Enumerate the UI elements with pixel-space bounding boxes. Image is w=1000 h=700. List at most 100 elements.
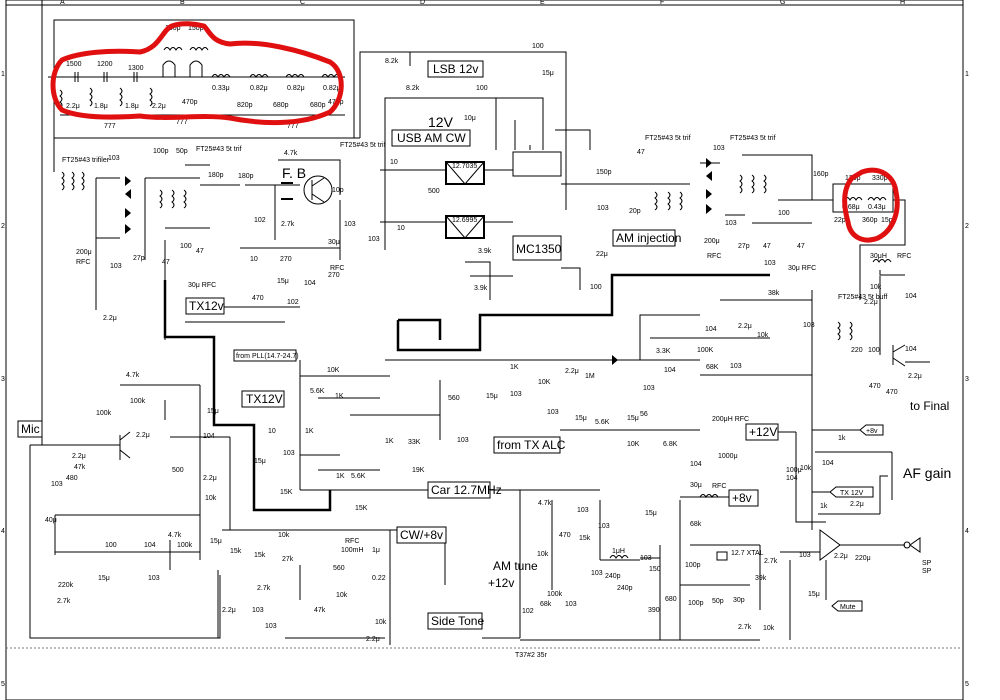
label-47k: 47k xyxy=(74,464,86,471)
label-10p: 10p xyxy=(332,187,344,194)
label-103: 103 xyxy=(640,555,652,562)
label-1m: 1M xyxy=(585,373,595,380)
t5-label: FT25#43 5t trif xyxy=(730,135,776,142)
grid-col-e: E xyxy=(540,0,545,6)
label-47: 47 xyxy=(797,243,805,250)
grid-column-labels: A B C D E F G H xyxy=(60,0,905,6)
label-103: 103 xyxy=(344,221,356,228)
grid-col-d: D xyxy=(420,0,425,6)
label-5.6k: 5.6K xyxy=(310,388,325,395)
ic-top xyxy=(512,151,562,177)
label-270: 270 xyxy=(328,272,340,279)
label-100mh: 100mH xyxy=(341,547,364,554)
label-103: 103 xyxy=(265,623,277,630)
label-27k: 27k xyxy=(282,556,294,563)
label-2.2u: 2.2μ xyxy=(908,373,922,380)
grid-col-f: F xyxy=(660,0,664,6)
tx12v-upper-label: TX12v xyxy=(189,299,224,313)
bpf-ind-068: 0.68μ xyxy=(842,204,860,211)
grid-col-h: H xyxy=(900,0,905,6)
label-15u: 15μ xyxy=(575,415,587,422)
mute-label: Mute xyxy=(840,604,856,611)
t2-label: FT25#43 5t trif xyxy=(196,146,242,153)
label-39k: 39k xyxy=(755,575,767,582)
label-560: 560 xyxy=(448,395,460,402)
label-102: 102 xyxy=(522,608,534,615)
label-2.2u: 2.2μ xyxy=(103,315,117,322)
box-am-injection: AM injection xyxy=(612,229,681,247)
label-30u: 30μ xyxy=(328,239,340,246)
label-38k: 38k xyxy=(768,290,780,297)
box-car-12.7mhz: Car 12.7MHz xyxy=(427,481,502,499)
box-tx12v-upper: TX12v xyxy=(185,297,225,315)
side-tone-oscillator xyxy=(217,529,391,645)
label-20p: 20p xyxy=(629,208,641,215)
label-1u: 1μ xyxy=(372,547,380,554)
lpf-cap-1300: 1300 xyxy=(128,65,144,72)
label-103: 103 xyxy=(565,601,577,608)
label-15u: 15μ xyxy=(98,575,110,582)
label-390: 390 xyxy=(648,607,660,614)
label-220u: 220μ xyxy=(855,555,871,562)
label-8.2k: 8.2k xyxy=(406,85,420,92)
label-1000u: 1000μ xyxy=(718,453,738,460)
mic-label: Mic xyxy=(21,422,40,436)
label-104: 104 xyxy=(144,542,156,549)
label-102: 102 xyxy=(254,217,266,224)
rf-front-end xyxy=(53,137,360,340)
label-47: 47 xyxy=(162,259,170,266)
label-5.6k: 5.6K xyxy=(595,419,610,426)
lpf-sind-1: 0.33μ xyxy=(212,85,230,92)
label-1uh: 1μH xyxy=(612,548,625,555)
label-15u: 15μ xyxy=(645,510,657,517)
label-470: 470 xyxy=(559,532,571,539)
grid-row-5: 5 xyxy=(1,681,5,688)
label-150: 150 xyxy=(649,566,661,573)
label-104: 104 xyxy=(705,326,717,333)
label-150p: 150p xyxy=(596,169,612,176)
plus8v-label: +8v xyxy=(732,491,752,505)
label-103: 103 xyxy=(148,575,160,582)
label-10: 10 xyxy=(250,256,258,263)
box-cw-8v: CW/+8v xyxy=(396,526,447,544)
label-2.2u: 2.2μ xyxy=(203,475,217,482)
lpf-ind-2: 1.8μ xyxy=(94,103,108,110)
fb-label: F. B xyxy=(282,165,306,181)
label-1k: 1K xyxy=(336,473,345,480)
label-15k: 15K xyxy=(355,505,368,512)
tag-tx12v-small: TX 12V xyxy=(829,486,874,498)
label-100p: 100p xyxy=(685,562,701,569)
label-10k: 10k xyxy=(800,465,812,472)
label-104: 104 xyxy=(304,280,316,287)
label-100: 100 xyxy=(778,210,790,217)
label-15u: 15μ xyxy=(808,591,820,598)
label-47: 47 xyxy=(763,243,771,250)
label-103: 103 xyxy=(252,607,264,614)
label-200uh-rfc: 200μH RFC xyxy=(712,416,749,423)
filter1-label: 12.7035 xyxy=(452,163,477,170)
label-2.7k: 2.7k xyxy=(764,558,778,565)
label-10: 10 xyxy=(268,428,276,435)
lpf-cap-1200: 1200 xyxy=(97,61,113,68)
grid-row-2-right: 2 xyxy=(965,223,969,230)
label-100: 100 xyxy=(476,85,488,92)
grid-row-3-right: 3 xyxy=(965,376,969,383)
red-annotation-bpf xyxy=(842,167,900,243)
label-15u: 15μ xyxy=(277,278,289,285)
label-270: 270 xyxy=(280,256,292,263)
label-103: 103 xyxy=(764,260,776,267)
label-104: 104 xyxy=(786,475,798,482)
label-2.7k: 2.7k xyxy=(738,624,752,631)
label-2.2u: 2.2μ xyxy=(136,432,150,439)
box-plus8v: +8v xyxy=(728,489,759,507)
label-10k: 10k xyxy=(537,551,549,558)
label-6.8k: 6.8K xyxy=(663,441,678,448)
tx12v-lower-label: TX12V xyxy=(246,392,283,406)
tx12v-small-label: TX 12V xyxy=(840,490,864,497)
label-10k: 10k xyxy=(757,332,769,339)
car-label: Car 12.7MHz xyxy=(431,483,502,497)
grid-row-5-right: 5 xyxy=(965,681,969,688)
label-1k: 1K xyxy=(335,393,344,400)
lpf-cap-150p-1: 150p xyxy=(165,25,181,32)
